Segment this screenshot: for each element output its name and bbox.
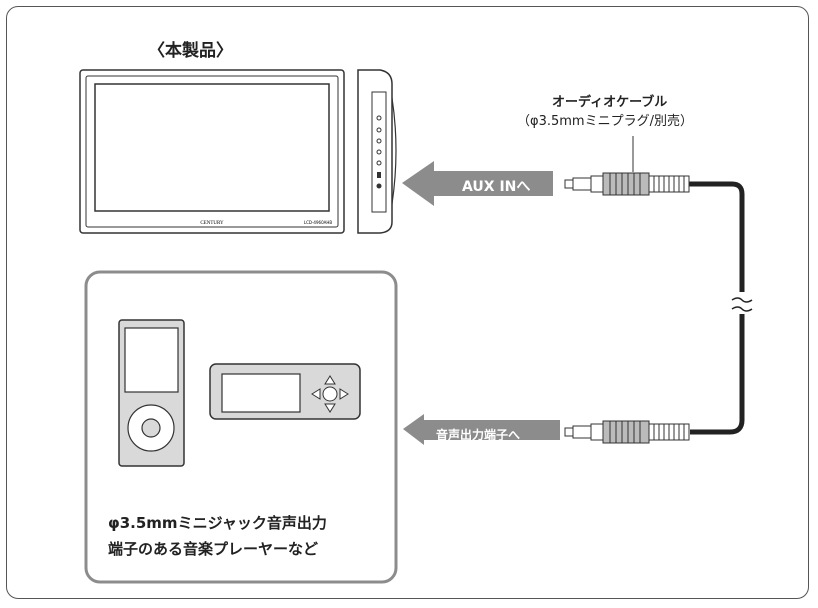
aux-in-label: AUX INへ	[462, 179, 531, 195]
music-player-device	[118, 319, 185, 467]
monitor-side	[357, 69, 397, 234]
audio-out-arrow	[403, 414, 560, 445]
player-caption: φ3.5mmミニジャック音声出力 端子のある音楽プレーヤーなど	[108, 510, 327, 562]
player-caption-line2: 端子のある音楽プレーヤーなど	[108, 540, 319, 558]
handheld-audio-device	[209, 363, 361, 420]
monitor-brand: CENTURY	[200, 221, 224, 226]
cable-subtitle: （φ3.5mmミニプラグ/別売）	[517, 114, 693, 129]
audio-out-label: 音声出力端子へ	[436, 428, 521, 442]
aux-in-arrow	[402, 161, 553, 206]
monitor-model: LCD-4960AHB	[304, 220, 332, 225]
top-audio-plug	[564, 136, 690, 196]
product-title: 〈本製品〉	[148, 41, 233, 61]
monitor-front: CENTURY LCD-4960AHB	[79, 69, 345, 234]
bottom-audio-plug	[564, 420, 690, 444]
cable-title: オーディオケーブル	[552, 95, 668, 110]
player-caption-line1: φ3.5mmミニジャック音声出力	[108, 514, 327, 532]
cable-break-mark	[731, 297, 753, 312]
